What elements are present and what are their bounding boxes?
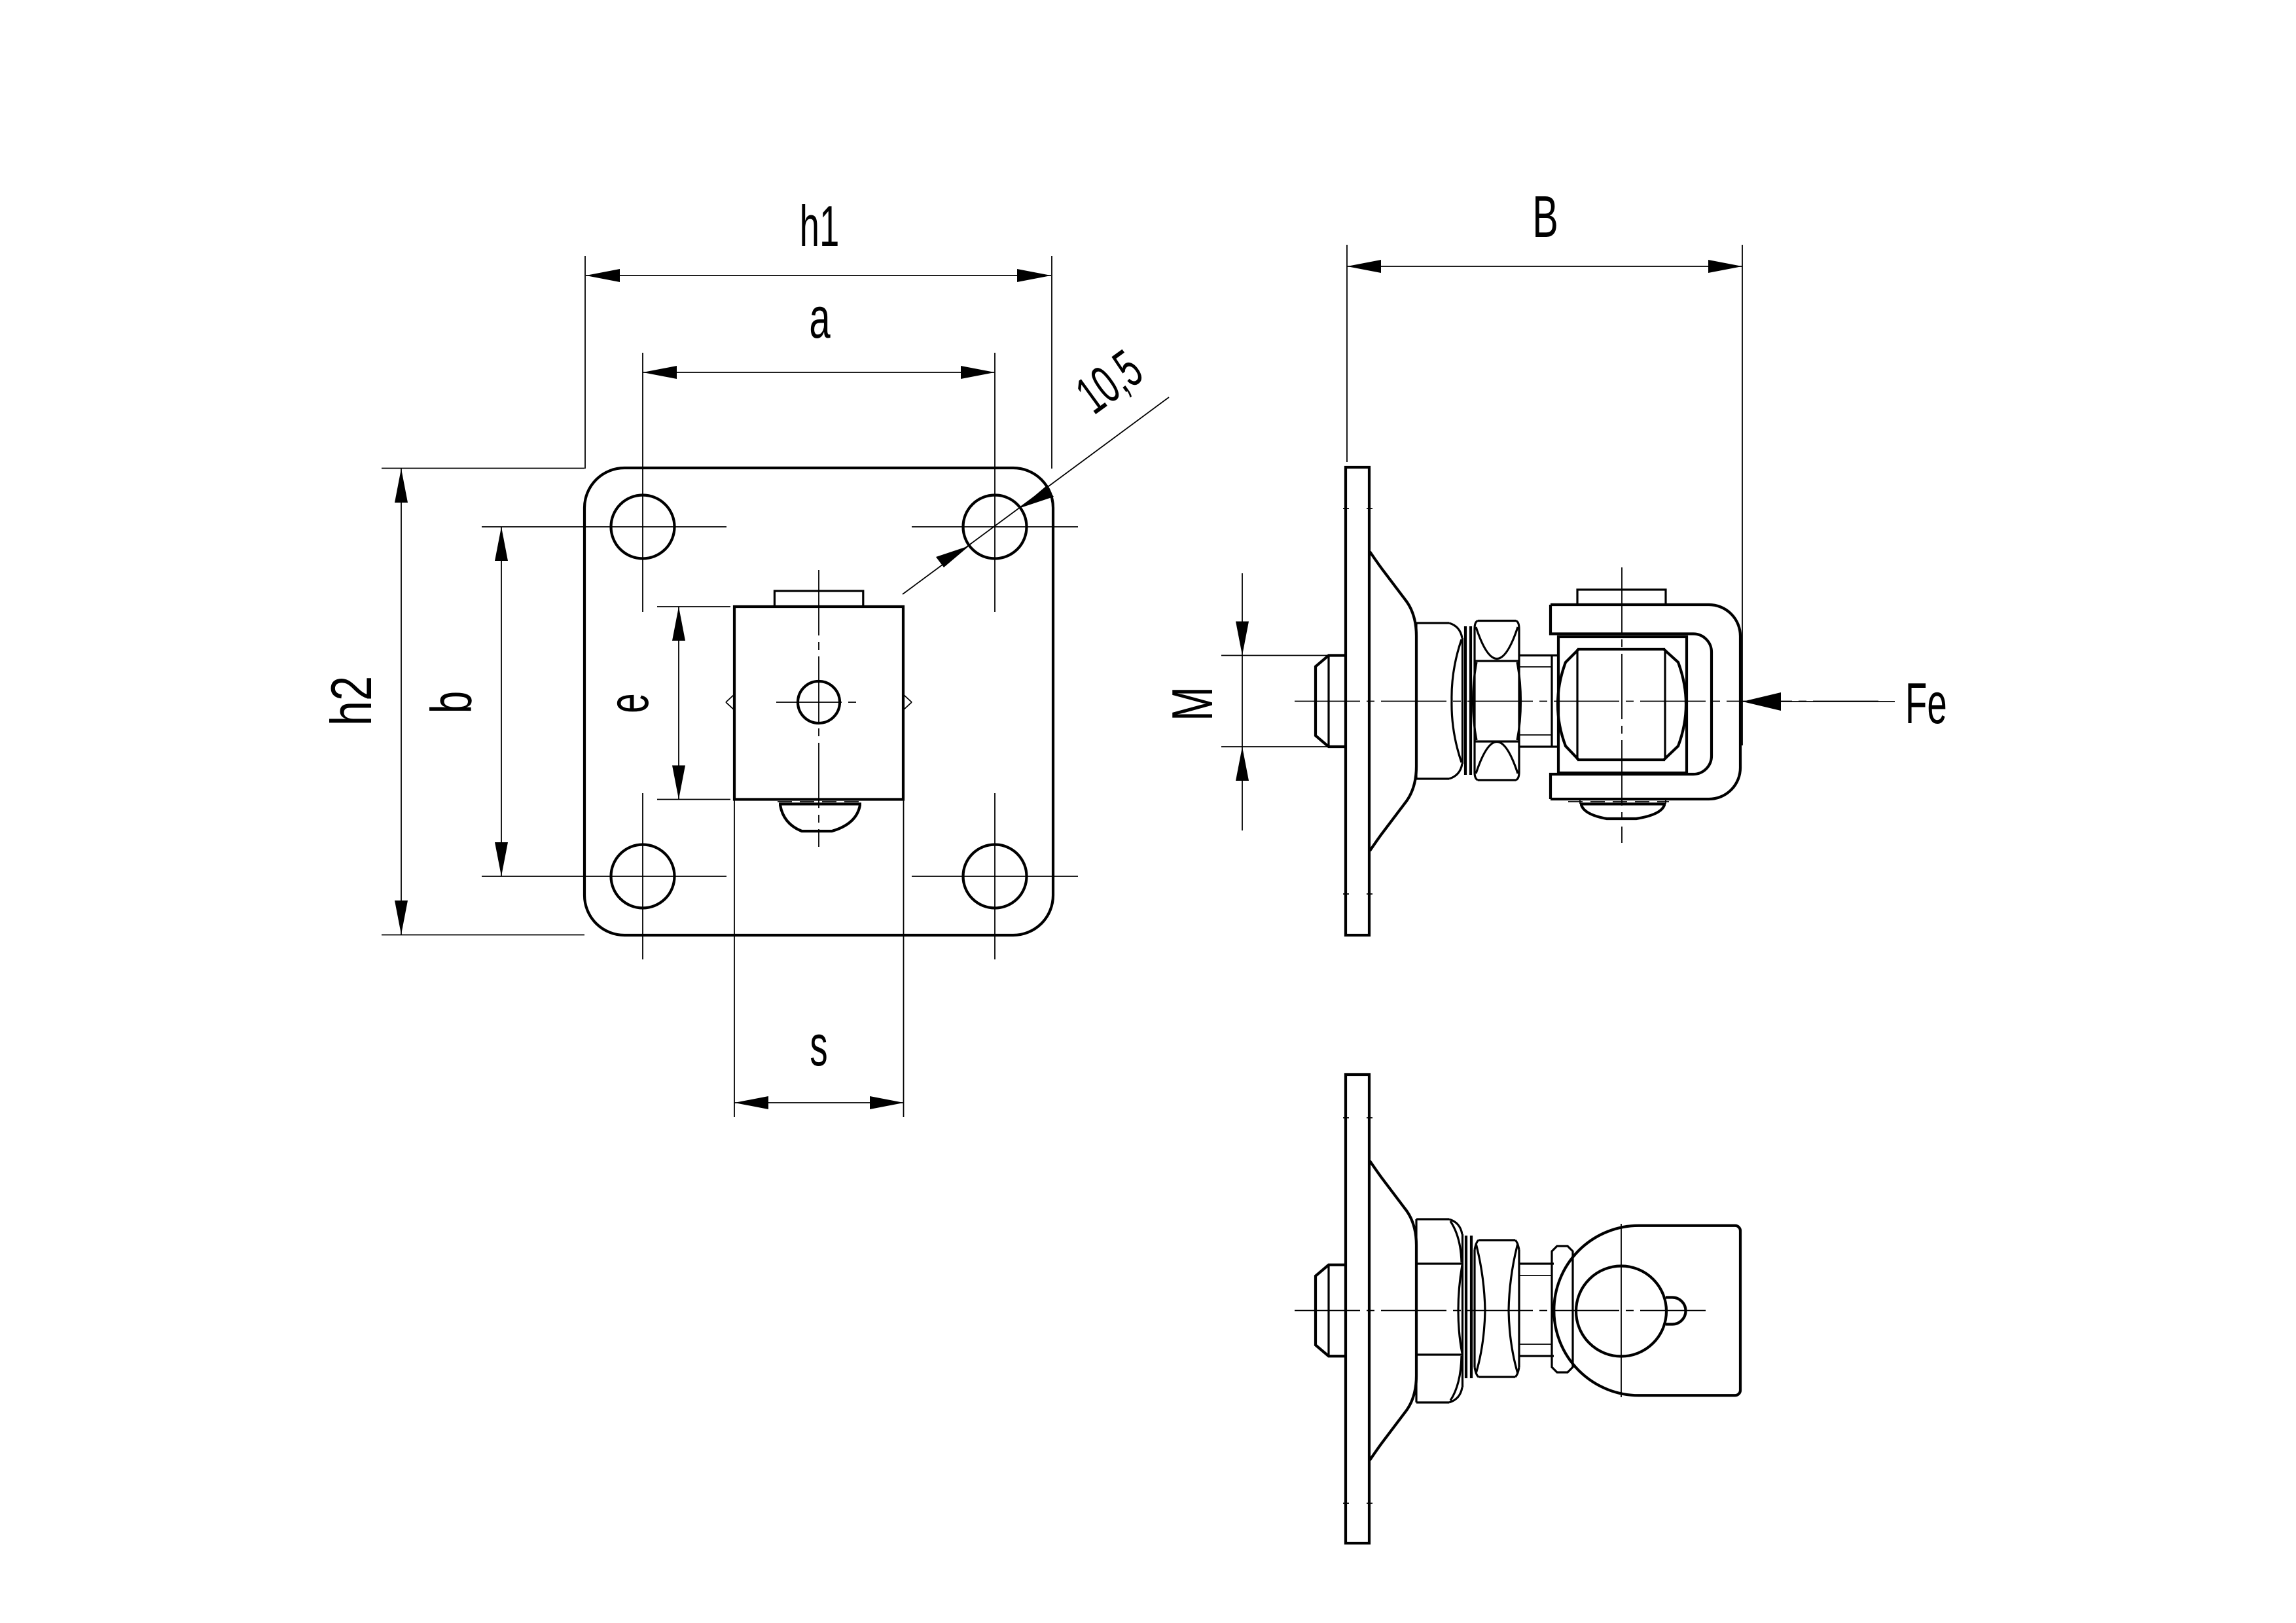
svg-text:h1: h1 bbox=[800, 194, 840, 259]
svg-text:Fe: Fe bbox=[1905, 671, 1947, 736]
svg-text:h2: h2 bbox=[319, 676, 384, 726]
svg-text:B: B bbox=[1532, 185, 1558, 250]
svg-text:M: M bbox=[1161, 687, 1225, 721]
svg-text:e: e bbox=[596, 693, 661, 713]
svg-text:b: b bbox=[420, 691, 484, 713]
svg-text:s: s bbox=[810, 1014, 827, 1079]
svg-text:a: a bbox=[809, 286, 831, 350]
